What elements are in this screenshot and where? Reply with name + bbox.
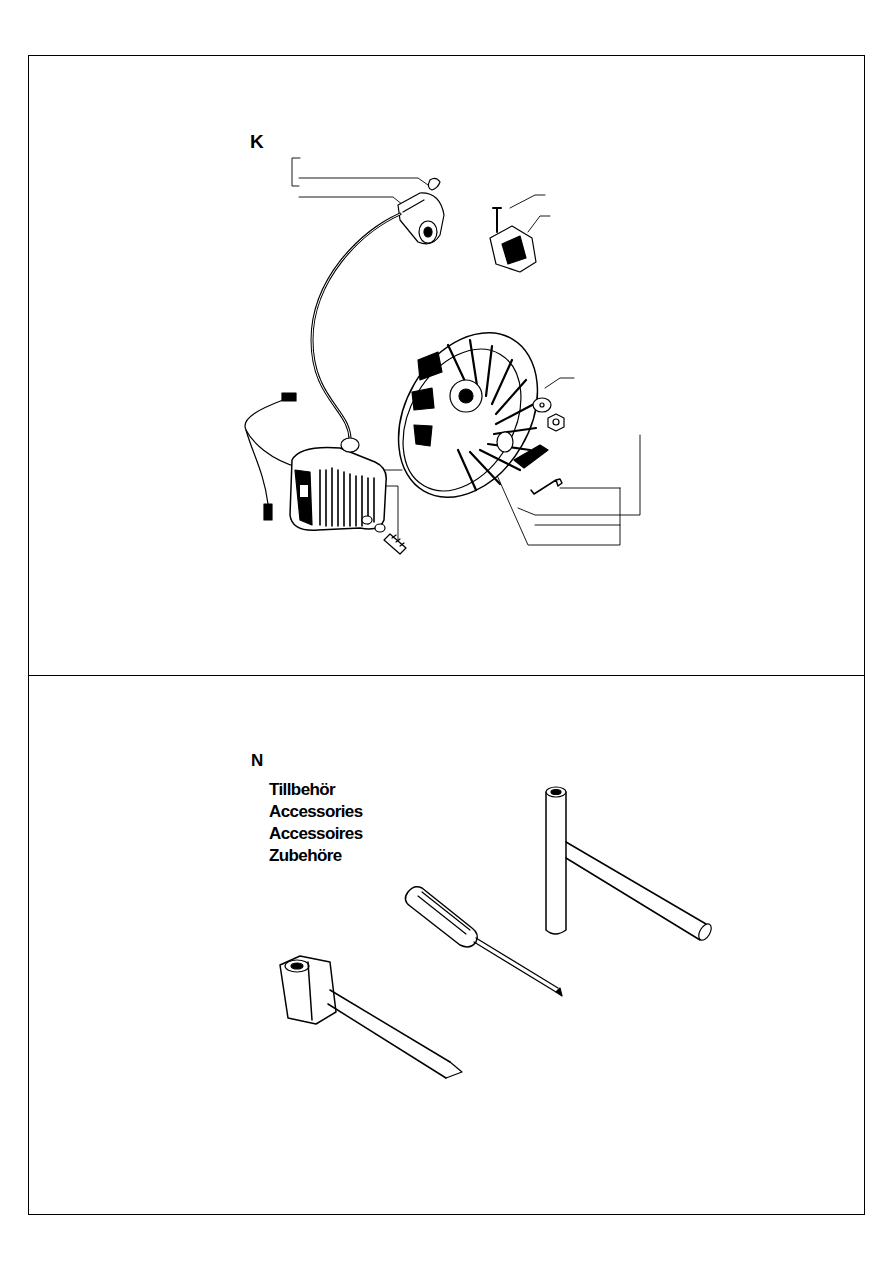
ignition-lead [312, 214, 400, 442]
ignition-module [490, 208, 536, 272]
section-heading: Accessoires [269, 825, 363, 844]
figure-panel: N TillbehörAccessoriesAccessoiresZubehöre [28, 675, 865, 1215]
ignition-coil [290, 438, 386, 530]
flywheel [370, 308, 565, 522]
figure-panel: K [28, 55, 865, 676]
flywheel-parts [497, 398, 564, 494]
plug-spanner [280, 956, 462, 1078]
coil-screws [362, 516, 406, 554]
section-heading: Accessories [269, 803, 363, 822]
screwdriver [405, 887, 562, 996]
section-letter: K [250, 132, 263, 153]
section-letter: N [251, 752, 263, 771]
spark-plug-cap [398, 178, 444, 243]
leader-lines [292, 158, 640, 545]
section-heading: Tillbehör [269, 781, 335, 800]
section-heading: Zubehöre [269, 847, 342, 866]
t-wrench [546, 787, 714, 942]
